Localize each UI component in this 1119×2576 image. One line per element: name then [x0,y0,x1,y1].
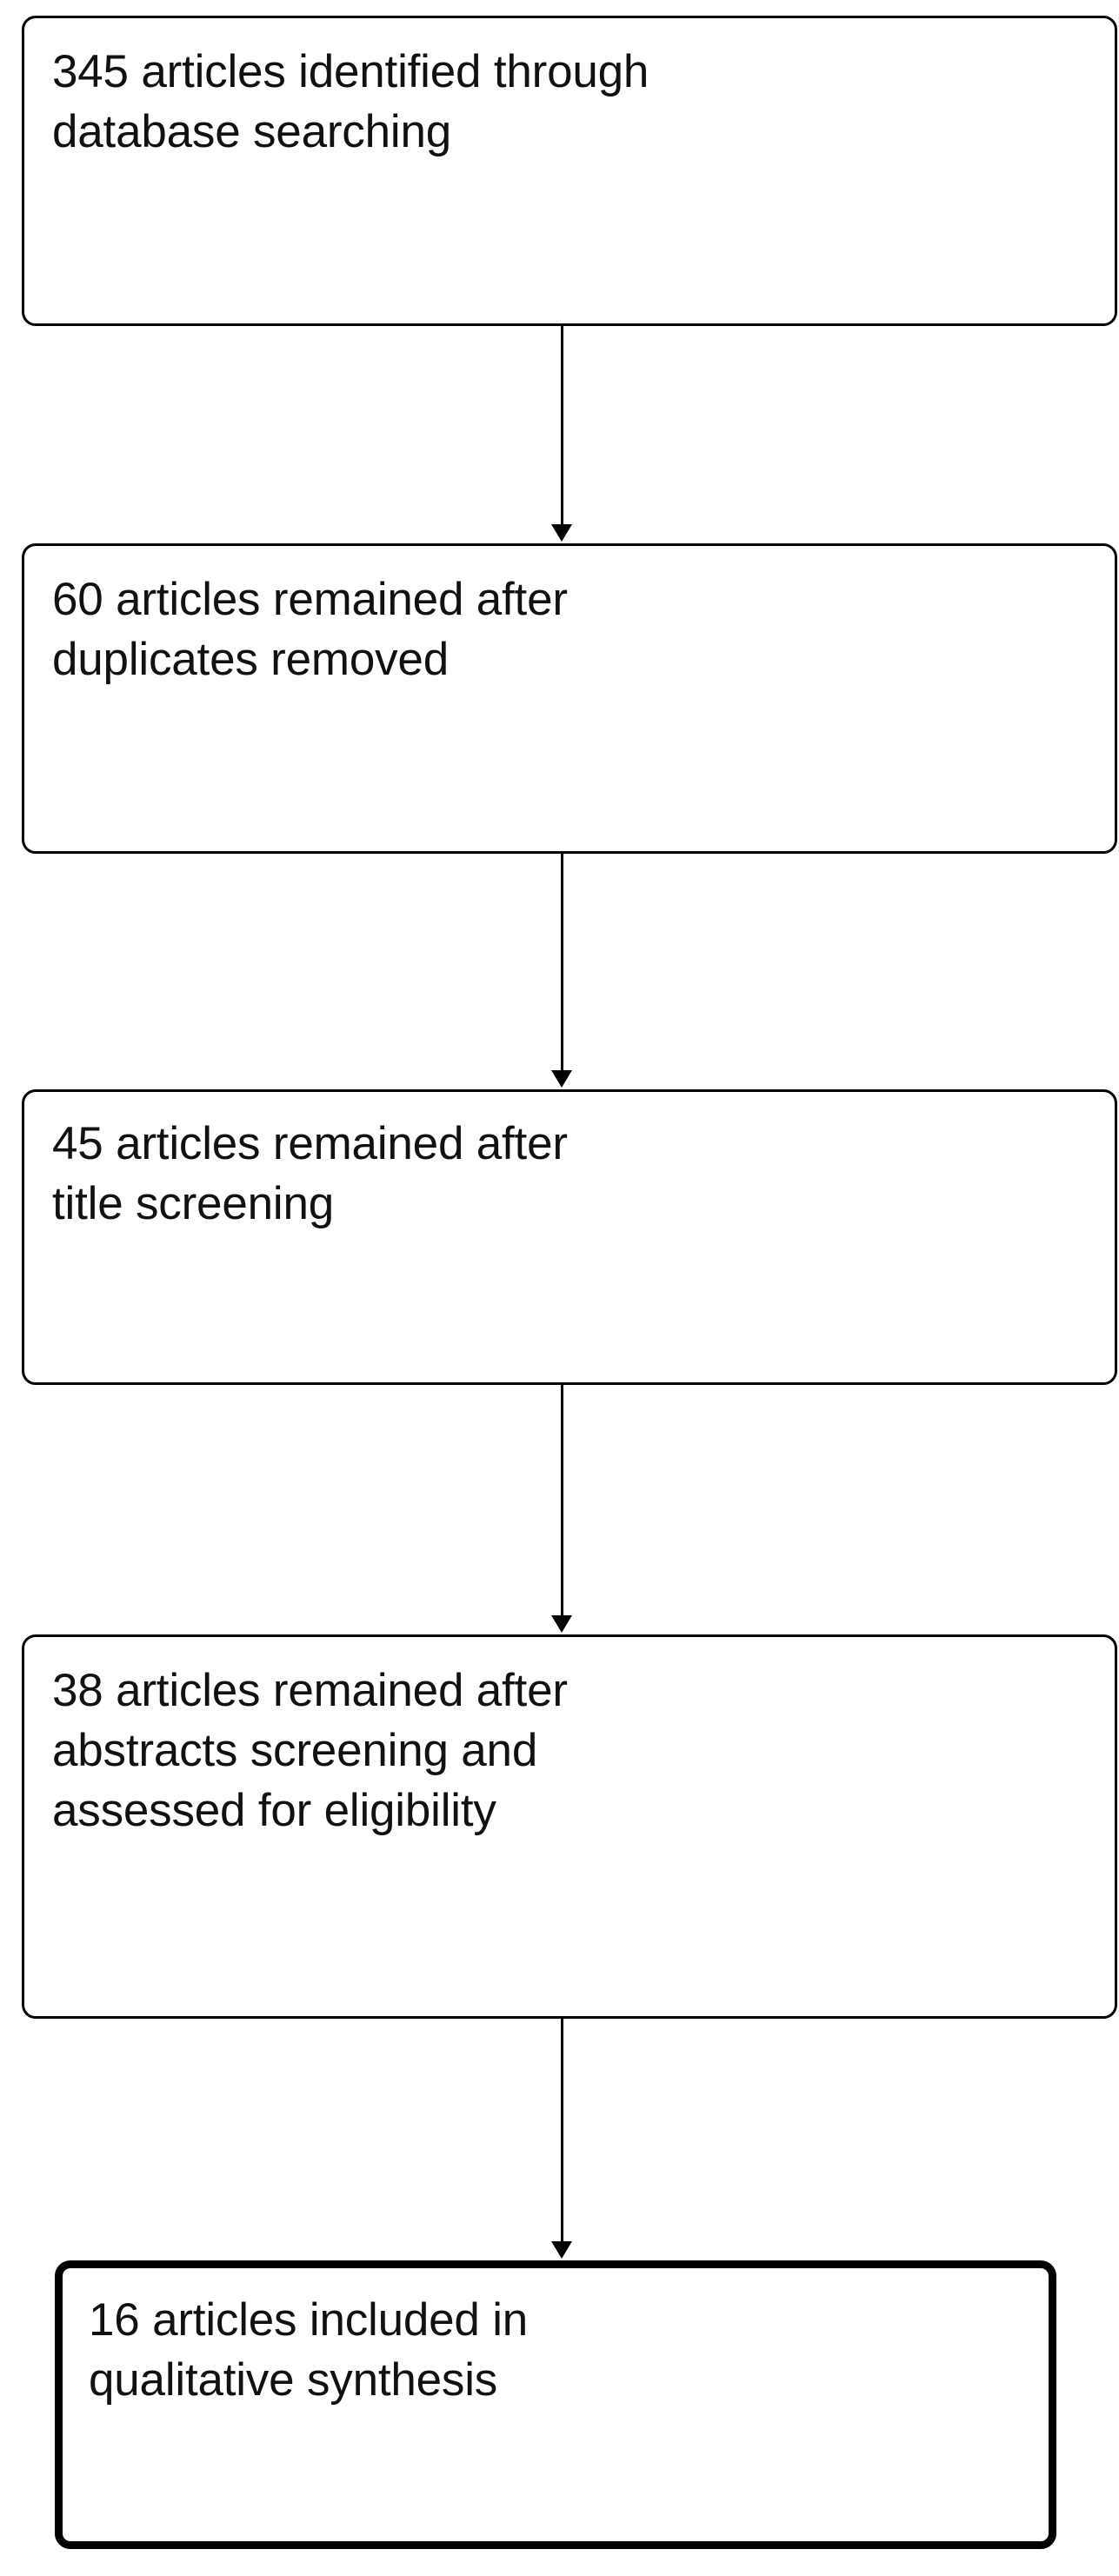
arrow-stem [561,2019,563,2245]
flow-box-title-screening: 45 articles remained after title screeni… [22,1089,1117,1385]
flow-box-label: 38 articles remained after abstracts scr… [52,1665,568,1836]
flow-box-label: 345 articles identified through database… [52,46,649,157]
flow-box-label: 60 articles remained after duplicates re… [52,574,568,685]
arrowhead-down-icon [551,524,572,542]
flow-box-label: 45 articles remained after title screeni… [52,1118,568,1229]
arrow-duplicates-removed-to-title-screening [551,854,572,1089]
arrow-stem [561,1385,563,1619]
flow-box-duplicates-removed: 60 articles remained after duplicates re… [22,543,1117,854]
arrow-title-screening-to-abstract-screening [551,1385,572,1634]
arrow-stem [561,854,563,1074]
arrow-identification-to-duplicates-removed [551,326,572,543]
arrow-abstract-screening-to-included [551,2019,572,2260]
arrow-stem [561,326,563,528]
flow-box-identification: 345 articles identified through database… [22,16,1117,326]
flow-box-label: 16 articles included in qualitative synt… [89,2294,529,2406]
flow-box-included: 16 articles included in qualitative synt… [55,2260,1056,2549]
arrowhead-down-icon [551,1615,572,1633]
arrowhead-down-icon [551,2241,572,2259]
arrowhead-down-icon [551,1070,572,1088]
flow-box-abstract-screening: 38 articles remained after abstracts scr… [22,1634,1117,2019]
